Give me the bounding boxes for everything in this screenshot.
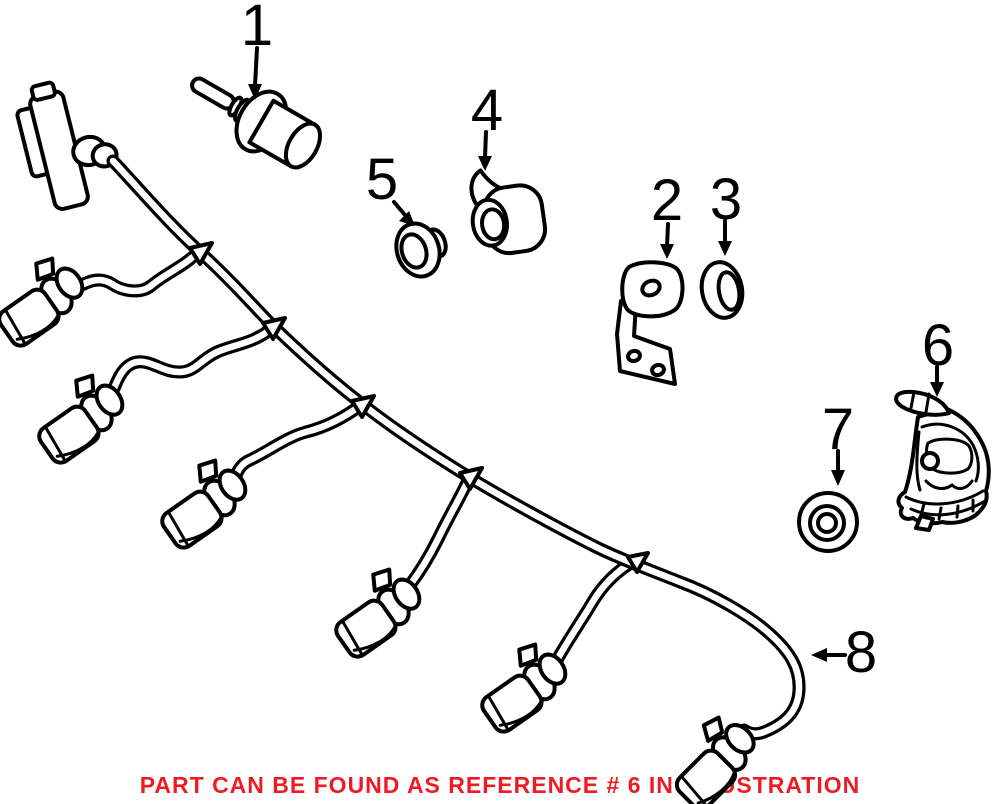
grommet-ring: [797, 491, 859, 553]
callout-arrow-5: [392, 200, 415, 226]
callout-arrow-7: [831, 449, 845, 486]
callout-arrow-8: [811, 648, 847, 662]
callout-arrow-1: [248, 46, 262, 100]
callout-label-3: 3: [709, 167, 743, 232]
mounting-bracket: [615, 260, 685, 386]
callout-arrow-6: [930, 365, 944, 397]
callout-label-1: 1: [240, 0, 274, 58]
callout-arrow-3: [718, 219, 732, 256]
harness-branch-wire-1: [71, 244, 206, 298]
sensor-mount-bracket: [894, 389, 991, 532]
sensor-connector-6: [659, 706, 766, 804]
harness-trunk: [106, 154, 806, 741]
sensor-connector-1: [0, 246, 95, 352]
callout-label-6: 6: [921, 313, 955, 378]
harness-branch-wire-2: [106, 322, 278, 398]
callout-label-4: 4: [470, 78, 504, 143]
harness-branch-wire-5: [550, 553, 643, 667]
callout-label-8: 8: [844, 620, 878, 685]
callout-label-5: 5: [365, 147, 399, 212]
callout-arrow-4: [478, 130, 492, 171]
grommet: [394, 221, 448, 279]
harness-connector-block: [15, 80, 119, 211]
cap-grommet: [699, 260, 745, 320]
branch-junctions: [188, 241, 650, 574]
harness-branch-wire-4: [403, 469, 477, 592]
callout-arrow-2: [660, 222, 674, 259]
callout-label-7: 7: [821, 397, 855, 462]
outside-temperature-sensor: [190, 76, 323, 170]
parking-distance-sensor: [469, 168, 548, 256]
reference-caption: PART CAN BE FOUND AS REFERENCE # 6 IN IL…: [139, 772, 861, 798]
harness-branch-wire-3: [229, 398, 368, 483]
callout-label-2: 2: [650, 168, 684, 233]
